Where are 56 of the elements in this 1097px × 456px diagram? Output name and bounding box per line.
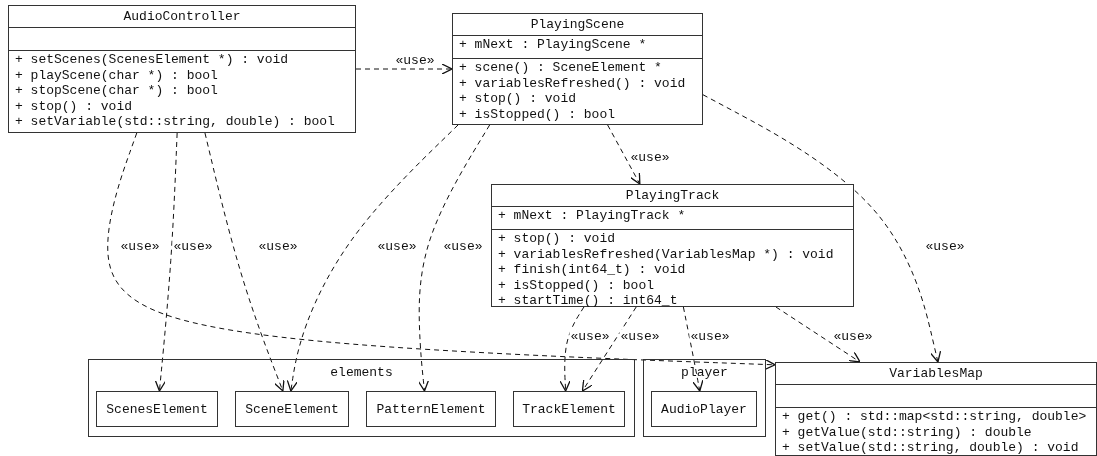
class-name: SceneElement (245, 401, 339, 417)
class-box (96, 391, 218, 427)
class-box (775, 362, 1097, 456)
dependency-arrow (204, 132, 285, 392)
method-text: + get() : std::map<std::string, double> (782, 409, 1088, 425)
class-name: PatternElement (376, 401, 486, 417)
dependency-arrow (154, 132, 178, 392)
method-text: + variablesRefreshed() : void (459, 75, 687, 92)
class-name: AudioController (122, 8, 242, 26)
dependency-arrow (607, 124, 641, 185)
method-text: + isStopped() : bool (498, 277, 656, 294)
edge-label: «use» (172, 239, 214, 253)
method-text: + variablesRefreshed(VariablesMap *) : void (498, 246, 835, 263)
package-box (88, 359, 635, 437)
class-name: VariablesMap (888, 365, 984, 383)
package-label: player (680, 365, 729, 380)
package-label: elements (329, 365, 394, 380)
dependency-arrow (286, 124, 459, 392)
dependency-arrow (581, 306, 637, 392)
method-text: + playScene(char *) : bool (15, 67, 219, 84)
class-box (235, 391, 349, 427)
method-text: + getValue(std::string) : double (782, 424, 1033, 441)
edge-label: «use» (569, 329, 611, 343)
class-box (513, 391, 625, 427)
class-name: TrackElement (522, 401, 616, 417)
dependency-arrow (702, 94, 942, 363)
method-text: + stop() : void (459, 91, 578, 107)
method-text: + setValue(std::string, double) : void (782, 440, 1080, 456)
dependency-arrow (417, 124, 491, 392)
method-text: + isStopped() : bool (459, 106, 617, 123)
package-box (643, 359, 766, 437)
dependency-arrow (682, 306, 704, 392)
method-text: + setVariable(std::string, double) : bool (15, 114, 336, 130)
class-name: ScenesElement (106, 401, 208, 417)
edge-label: «use» (619, 329, 661, 343)
dependency-arrow (107, 132, 776, 371)
class-box (651, 391, 757, 427)
class-name: PlayingTrack (624, 187, 721, 205)
method-text: + stop() : void (15, 98, 134, 115)
dependency-arrow (559, 306, 585, 392)
class-name: PlayingScene (529, 16, 626, 34)
method-text: + scene() : SceneElement * (459, 60, 663, 76)
method-text: + startTime() : int64_t (498, 293, 679, 309)
dependency-arrow (775, 306, 861, 363)
method-text: + stopScene(char *) : bool (15, 83, 219, 99)
attribute-text: + mNext : PlayingScene * (459, 37, 648, 53)
class-box (491, 184, 854, 307)
attribute-text: + mNext : PlayingTrack * (498, 208, 687, 224)
method-text: + setScenes(ScenesElement *) : void (15, 52, 290, 68)
method-text: + finish(int64_t) : void (498, 262, 687, 278)
class-box (366, 391, 496, 427)
dependency-arrow (355, 63, 453, 75)
class-name: AudioPlayer (661, 401, 747, 417)
method-text: + stop() : void (498, 231, 617, 247)
class-box (8, 5, 356, 133)
class-box (452, 13, 703, 125)
